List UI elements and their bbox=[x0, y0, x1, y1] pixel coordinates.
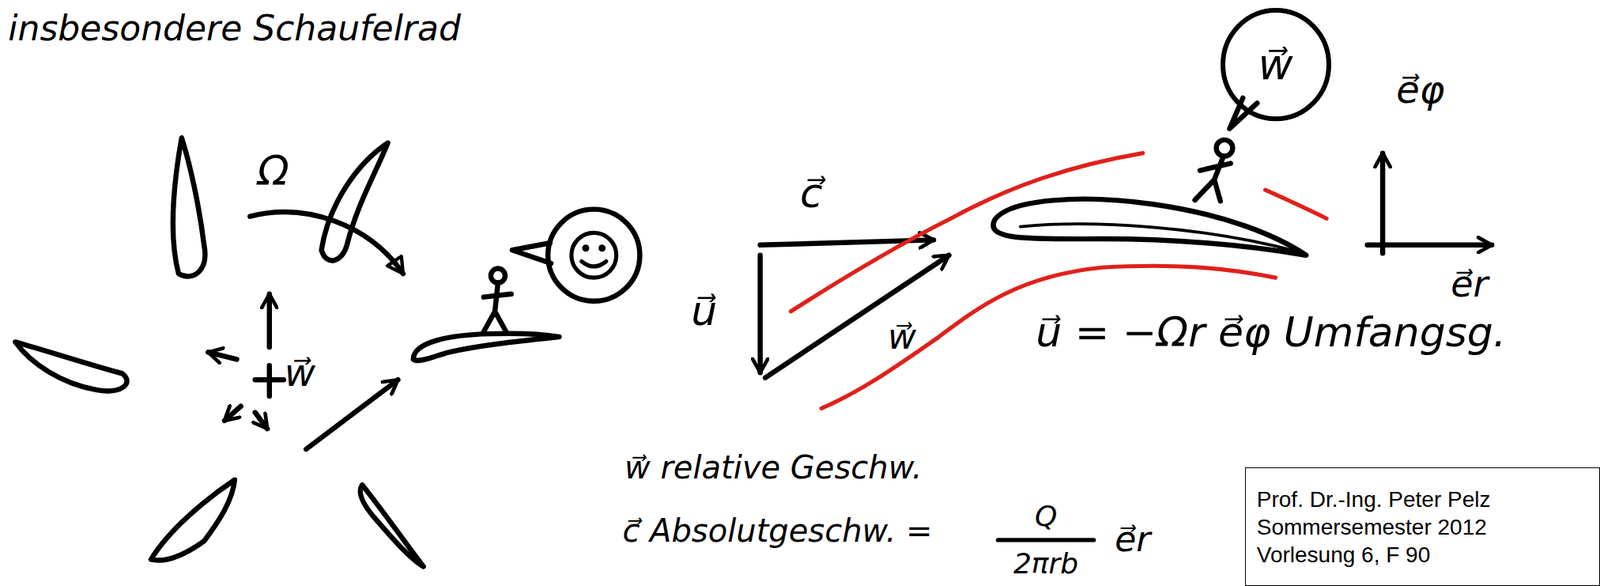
relative-velocity-arrow bbox=[765, 255, 949, 378]
smiley-eye bbox=[583, 245, 589, 250]
streamline bbox=[1265, 189, 1327, 219]
unit-vector-label: e⃗φ bbox=[1396, 67, 1445, 112]
info-text: Vorlesung 6, F 90 bbox=[1256, 540, 1431, 569]
vector-label: u⃗ bbox=[690, 287, 717, 336]
fraction-denominator: 2πrb bbox=[1013, 547, 1079, 580]
info-text: Prof. Dr.-Ing. Peter Pelz bbox=[1256, 485, 1491, 514]
smiley-mouth bbox=[581, 260, 607, 266]
bubble-ellipse bbox=[1222, 10, 1329, 119]
heading-note: insbesondere Schaufelrad bbox=[7, 8, 461, 50]
vector-label: w⃗ bbox=[284, 351, 316, 396]
info-box: Prof. Dr.-Ing. Peter PelzSommersemester … bbox=[1245, 467, 1600, 586]
axis-arrow bbox=[1380, 153, 1385, 254]
stick-figure-head bbox=[1216, 139, 1234, 157]
center-cross bbox=[255, 365, 284, 397]
fraction-numerator: Q bbox=[1034, 499, 1057, 533]
rotor-blade bbox=[173, 137, 206, 276]
rotation-symbol: Ω bbox=[257, 147, 290, 196]
vector-label: w⃗ bbox=[1257, 37, 1293, 92]
rotation-arrow bbox=[249, 211, 404, 274]
rotor-blade bbox=[150, 479, 235, 561]
stick-figure bbox=[1195, 156, 1231, 202]
speech-bubble: w⃗ bbox=[1219, 7, 1333, 122]
unit-vector-label: e⃗r bbox=[1114, 518, 1151, 559]
streamline bbox=[790, 153, 1143, 312]
vector-label: c⃗ bbox=[800, 169, 823, 218]
definition-note: c⃗ Absolutgeschw. = bbox=[622, 512, 933, 549]
small-arrow bbox=[224, 406, 242, 421]
circumferential-velocity-arrow bbox=[757, 255, 763, 373]
rotor-blade bbox=[15, 341, 127, 391]
speech-bubble bbox=[547, 209, 640, 302]
info-text: Sommersemester 2012 bbox=[1256, 513, 1487, 541]
relative-velocity-arrow bbox=[305, 379, 398, 450]
stick-figure bbox=[483, 283, 512, 333]
axis-arrow bbox=[1367, 242, 1492, 248]
small-arrow bbox=[255, 412, 268, 430]
rotor-blade bbox=[360, 484, 424, 567]
blade-profile bbox=[992, 199, 1306, 256]
definition-note: w⃗ relative Geschw. bbox=[624, 449, 923, 486]
vector-label: w⃗ bbox=[887, 316, 917, 358]
unit-vector-label: e⃗r bbox=[1450, 262, 1488, 305]
blade-camber-line bbox=[1020, 223, 1297, 251]
speech-bubble-tail bbox=[512, 242, 551, 264]
formula-note: u⃗ = −Ωr e⃗φ Umfangsg. bbox=[1035, 309, 1506, 357]
rotor-blade bbox=[413, 333, 560, 361]
smiley-eye bbox=[599, 245, 604, 250]
small-arrow bbox=[267, 294, 272, 348]
small-arrow bbox=[207, 351, 237, 359]
smiley-face bbox=[571, 232, 617, 278]
fraction-bar bbox=[997, 537, 1094, 542]
